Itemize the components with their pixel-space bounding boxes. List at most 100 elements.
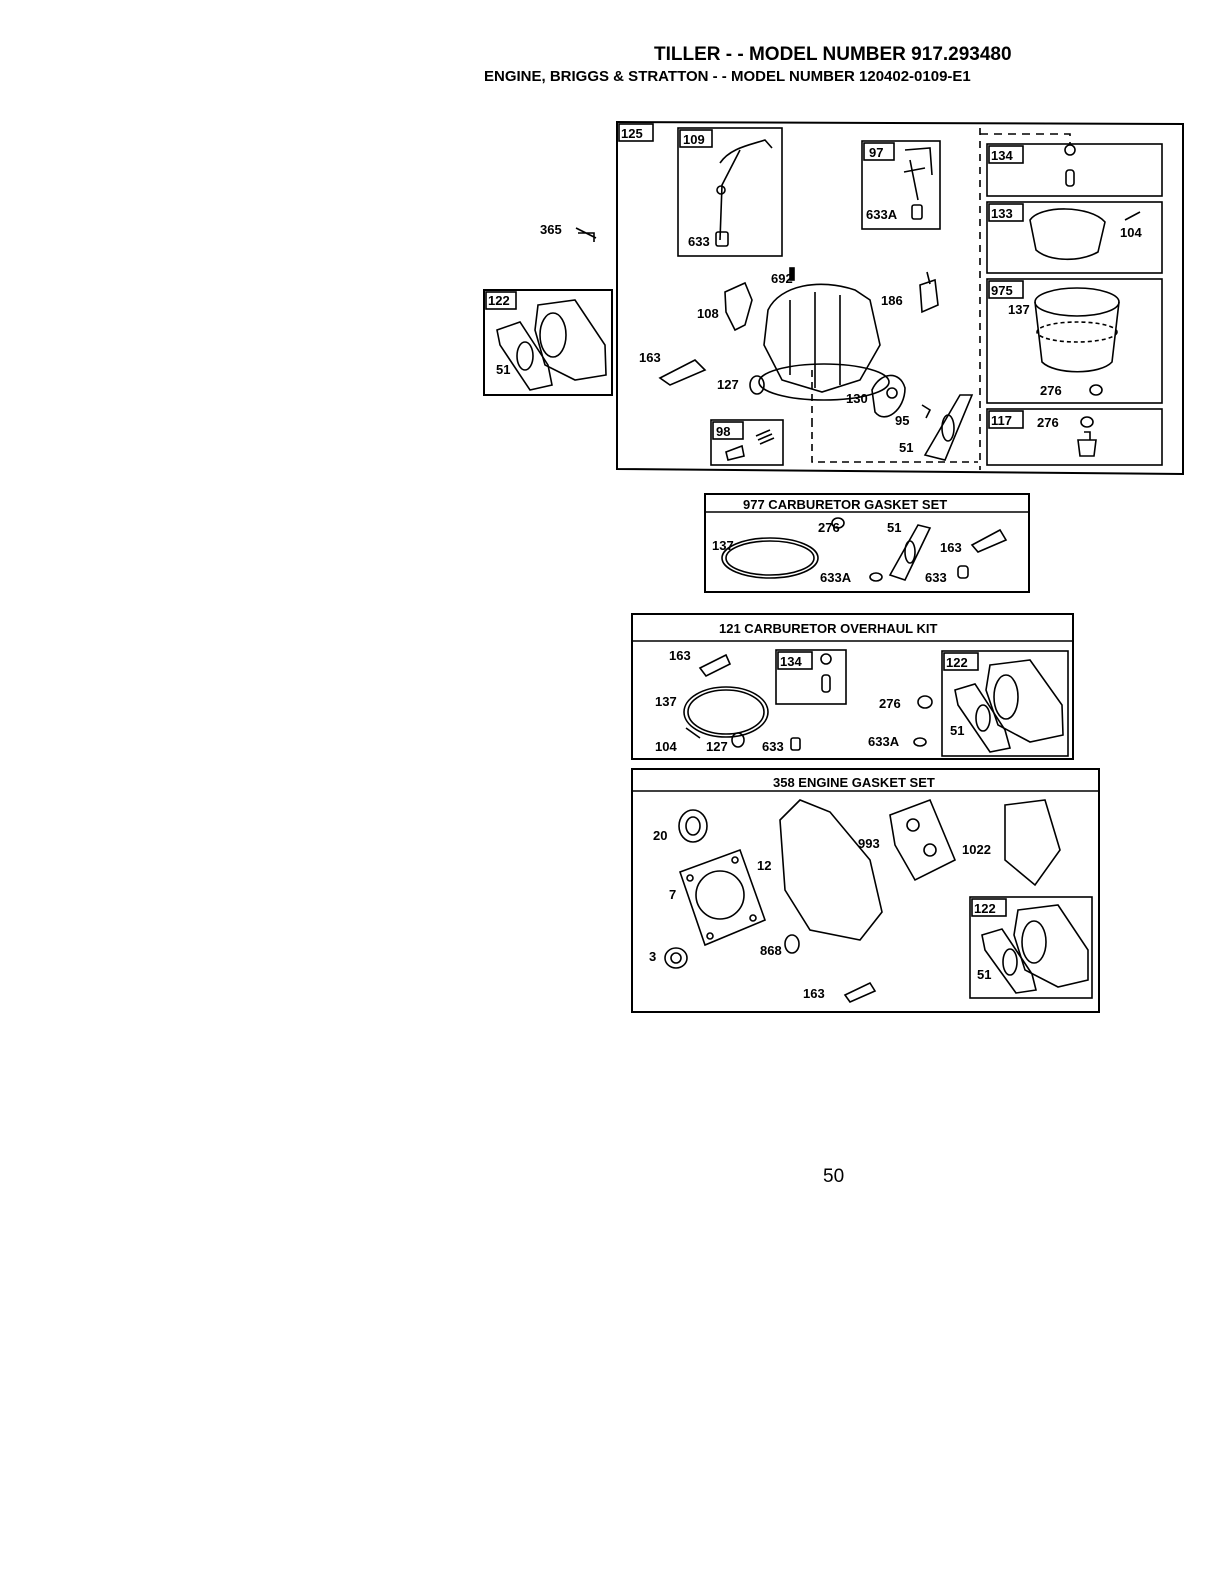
label-134: 134 — [991, 148, 1013, 163]
needle-134-shape — [1065, 169, 1075, 187]
label-3: 3 — [649, 949, 656, 964]
label-box-125 — [618, 123, 654, 142]
carburetor-gasket-set-977 — [704, 493, 1030, 593]
gasket-51-125-hole — [941, 414, 955, 442]
label-134-121: 134 — [780, 654, 802, 669]
carburetor-base — [758, 363, 890, 401]
head-gasket-7-shape — [678, 848, 767, 947]
seal-633-121-shape — [790, 737, 801, 751]
assembly-122-left — [483, 289, 613, 396]
washer-276-117-shape — [1080, 416, 1094, 428]
label-box-117 — [988, 410, 1024, 429]
gasket-993-shape — [889, 798, 957, 882]
o-ring-137-121-inner — [687, 689, 765, 735]
washer-276-121-shape — [917, 695, 933, 709]
label-109: 109 — [683, 132, 705, 147]
leader-dashed-bottom — [811, 420, 978, 463]
air-horn-122-left-shape — [534, 299, 607, 381]
label-633A-121: 633A — [868, 734, 900, 749]
seal-633-977-shape — [957, 565, 969, 579]
label-20: 20 — [653, 828, 667, 843]
bowl-nut-117-shape — [1077, 431, 1097, 457]
carburetor-overhaul-kit-121 — [631, 613, 1074, 760]
box-98 — [710, 419, 784, 466]
bowl-137-top-ring — [1034, 287, 1120, 317]
label-1022: 1022 — [962, 842, 991, 857]
seal-3-inner — [670, 952, 682, 964]
crankcase-gasket-12-shape — [779, 799, 883, 941]
head-gasket-7-bore — [695, 870, 745, 920]
box-975 — [986, 278, 1163, 404]
throttle-shaft-97-shape — [903, 147, 933, 201]
seal-633A-977-shape — [869, 572, 883, 582]
bushing-633-shape — [715, 231, 729, 247]
box-125 — [616, 120, 1184, 476]
label-7: 7 — [669, 887, 676, 902]
label-365: 365 — [540, 222, 562, 237]
pin-692-shape — [789, 267, 795, 281]
fitting-186-shape — [919, 271, 939, 314]
gasket-51-125-shape — [923, 394, 974, 461]
box-97 — [861, 140, 941, 230]
box-121 — [631, 613, 1074, 760]
o-ring-137-977-inner — [725, 540, 815, 576]
label-104-121: 104 — [655, 739, 677, 754]
air-horn-122-left-bore — [539, 312, 567, 358]
label-276-975: 276 — [1040, 383, 1062, 398]
title-977: 977 CARBURETOR GASKET SET — [743, 497, 947, 512]
label-633-121: 633 — [762, 739, 784, 754]
gasket-993-hole-2 — [923, 843, 937, 857]
gasket-1022-shape — [1004, 799, 1061, 887]
label-box-109 — [679, 129, 713, 148]
label-51-left: 51 — [496, 362, 510, 377]
washer-276-977-shape — [831, 517, 845, 529]
air-horn-122-121-bore — [993, 674, 1019, 720]
carburetor-body-ribs — [789, 292, 841, 388]
label-163-121: 163 — [669, 648, 691, 663]
gasket-51-358-shape — [981, 928, 1037, 994]
shaft-109-pivot — [716, 185, 726, 195]
label-12: 12 — [757, 858, 771, 873]
gasket-993-hole-1 — [906, 818, 920, 832]
label-51-121: 51 — [950, 723, 964, 738]
screw-95-shape — [921, 404, 932, 419]
label-box-122-358 — [971, 898, 1007, 917]
label-276-121: 276 — [879, 696, 901, 711]
box-122-358 — [969, 896, 1093, 999]
title-358: 358 ENGINE GASKET SET — [773, 775, 935, 790]
label-box-134-121 — [777, 651, 813, 670]
seal-20-shape — [678, 809, 708, 843]
gasket-51-121-shape — [954, 683, 1012, 753]
label-276-977: 276 — [818, 520, 840, 535]
box-977 — [704, 493, 1030, 593]
label-125: 125 — [621, 126, 643, 141]
seal-3-shape — [664, 947, 688, 969]
label-633-977: 633 — [925, 570, 947, 585]
label-122-358: 122 — [974, 901, 996, 916]
dashed-top-leader — [980, 133, 1071, 144]
choke-plate-108-shape — [724, 281, 753, 332]
hinge-pin-104-shape — [1124, 211, 1141, 221]
label-97: 97 — [869, 145, 883, 160]
label-137-975: 137 — [1008, 302, 1030, 317]
seal-633A-121-shape — [913, 737, 927, 747]
label-133: 133 — [991, 206, 1013, 221]
label-276-117: 276 — [1037, 415, 1059, 430]
label-163-125: 163 — [639, 350, 661, 365]
label-box-134 — [988, 145, 1024, 164]
label-163-358: 163 — [803, 986, 825, 1001]
gasket-163-358-shape — [843, 981, 877, 1003]
bolt-hole-2 — [731, 856, 739, 864]
seal-20-inner — [685, 816, 701, 836]
gasket-51-358-hole — [1002, 948, 1018, 976]
label-95: 95 — [895, 413, 909, 428]
spring-98-shape — [755, 429, 775, 445]
bowl-137-inner-ring — [1036, 321, 1118, 343]
gasket-163-121-shape — [698, 653, 732, 678]
assembly-125 — [616, 120, 1184, 476]
bolt-hole-1 — [686, 874, 694, 882]
float-bowl-130-hole — [886, 387, 898, 399]
label-633A-977: 633A — [820, 570, 852, 585]
label-130: 130 — [846, 391, 868, 406]
box-122-left — [483, 289, 613, 396]
